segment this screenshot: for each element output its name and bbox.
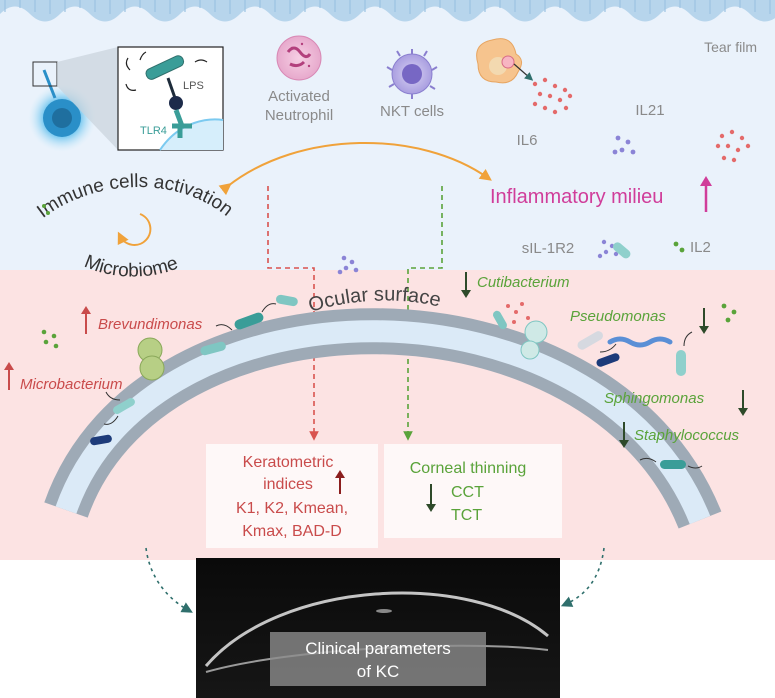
cct-label: CCT xyxy=(451,484,484,501)
pseudomonas-down-arrow-icon xyxy=(699,308,709,334)
cycle-arrow-icon xyxy=(117,213,152,246)
keratometric-box xyxy=(206,444,378,548)
staphylococcus-down-arrow-icon xyxy=(619,422,629,448)
corneal-down-arrow-icon xyxy=(426,484,436,512)
lps-tlr4-inset: LPS TLR4 xyxy=(117,46,224,151)
bacteria-staphylococcus: Staphylococcus xyxy=(634,427,740,444)
macrophage-icon xyxy=(476,38,534,84)
bacteria-sphingomonas: Sphingomonas xyxy=(604,390,705,407)
keratometric-values-line1: K1, K2, Kmean, xyxy=(236,500,348,517)
left-teal-arrow xyxy=(145,547,193,613)
corneal-thinning-box xyxy=(384,444,562,538)
right-teal-arrow xyxy=(560,547,605,607)
milieu-up-arrow-icon xyxy=(700,176,712,212)
nkt-cell-icon xyxy=(386,49,438,99)
il6-dots xyxy=(532,77,573,115)
tear-film-wave xyxy=(0,0,775,22)
bacteria-microbacterium: Microbacterium xyxy=(20,376,123,393)
inset-projection xyxy=(57,47,118,150)
lps-label: LPS xyxy=(183,80,204,92)
oct-reflex xyxy=(376,609,392,613)
oct-cornea-front xyxy=(204,591,549,667)
cornea-inner xyxy=(55,320,711,525)
il21-red-dots xyxy=(715,129,751,163)
corneal-thinning-title: Corneal thinning xyxy=(410,460,527,477)
clinical-label-line1: Clinical parameters xyxy=(305,639,451,658)
inflammatory-milieu-label: Inflammatory milieu xyxy=(490,186,663,208)
il21-label: IL21 xyxy=(635,102,664,119)
nkt-label: NKT cells xyxy=(380,103,444,120)
keratometric-up-arrow-icon xyxy=(335,470,345,494)
il2-dots xyxy=(673,241,685,253)
bacteria-cutibacterium: Cutibacterium xyxy=(477,274,570,291)
red-dots-surface xyxy=(506,302,530,324)
tear-film-label: Tear film xyxy=(704,39,757,55)
bacteria-brevundimonas: Brevundimonas xyxy=(98,316,203,333)
tct-label: TCT xyxy=(451,507,482,524)
brevundimonas-up-arrow-icon xyxy=(81,306,91,334)
bacteria-pseudomonas: Pseudomonas xyxy=(570,308,666,325)
tlr4-label: TLR4 xyxy=(140,125,167,137)
keratometric-title: Keratometric xyxy=(243,454,334,471)
neutrophil-icon xyxy=(276,35,322,81)
clinical-label-box xyxy=(270,632,486,686)
microbacterium-up-arrow-icon xyxy=(4,362,14,390)
bacteria-icons xyxy=(90,242,703,469)
green-dots-left xyxy=(42,204,50,215)
sphingomonas-down-arrow-icon xyxy=(738,390,748,416)
il6-label: IL6 xyxy=(517,132,538,149)
neutrophil-label-line1: Activated xyxy=(268,88,330,105)
keratometric-subtitle: indices xyxy=(263,476,313,493)
keratometric-values-line2: Kmax, BAD-D xyxy=(242,523,342,540)
immune-milieu-arrow xyxy=(218,142,492,196)
il21-dots xyxy=(612,135,636,155)
sil1r2-label: sIL-1R2 xyxy=(522,240,575,257)
il2-label: IL2 xyxy=(690,239,711,256)
tear-film-stripes xyxy=(4,0,771,14)
neutrophil-label-line2: Neutrophil xyxy=(265,107,333,124)
center-dots xyxy=(337,255,359,275)
cutibacterium-down-arrow-icon xyxy=(461,272,471,298)
green-dots-surface xyxy=(41,303,737,349)
clinical-label-line2: of KC xyxy=(357,662,400,681)
